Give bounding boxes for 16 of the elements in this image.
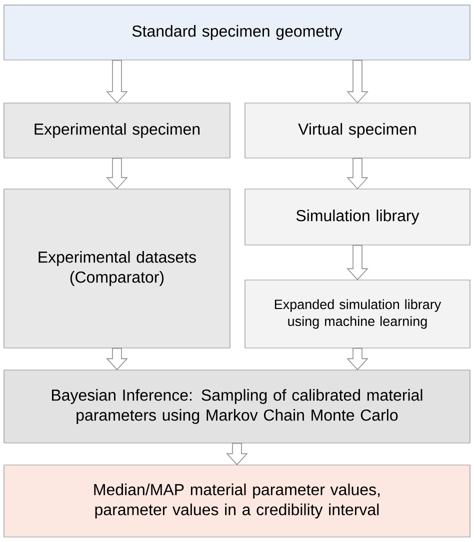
block-arrow: [346, 348, 368, 370]
process-box: Standard specimen geometry: [4, 4, 470, 60]
process-box: Virtual specimen: [244, 102, 470, 158]
result-box: Median/MAP material parameter values, parameter values in a credibility interval: [4, 464, 470, 538]
block-arrow: [106, 348, 128, 370]
process-box: Expanded simulation library using machine learning: [244, 280, 470, 348]
block-arrow: [346, 60, 368, 104]
process-box: Experimental datasets (Comparator): [4, 188, 230, 348]
block-arrow: [346, 244, 368, 280]
process-box: Bayesian Inference: Sampling of calibrated material parameters using Markov Chain Monte Carlo: [4, 370, 470, 444]
process-box: Simulation library: [244, 188, 470, 246]
block-arrow: [106, 60, 128, 104]
block-arrow: [346, 158, 368, 190]
block-arrow: [226, 442, 248, 466]
block-arrow: [106, 158, 128, 190]
process-box: Experimental specimen: [4, 102, 230, 158]
